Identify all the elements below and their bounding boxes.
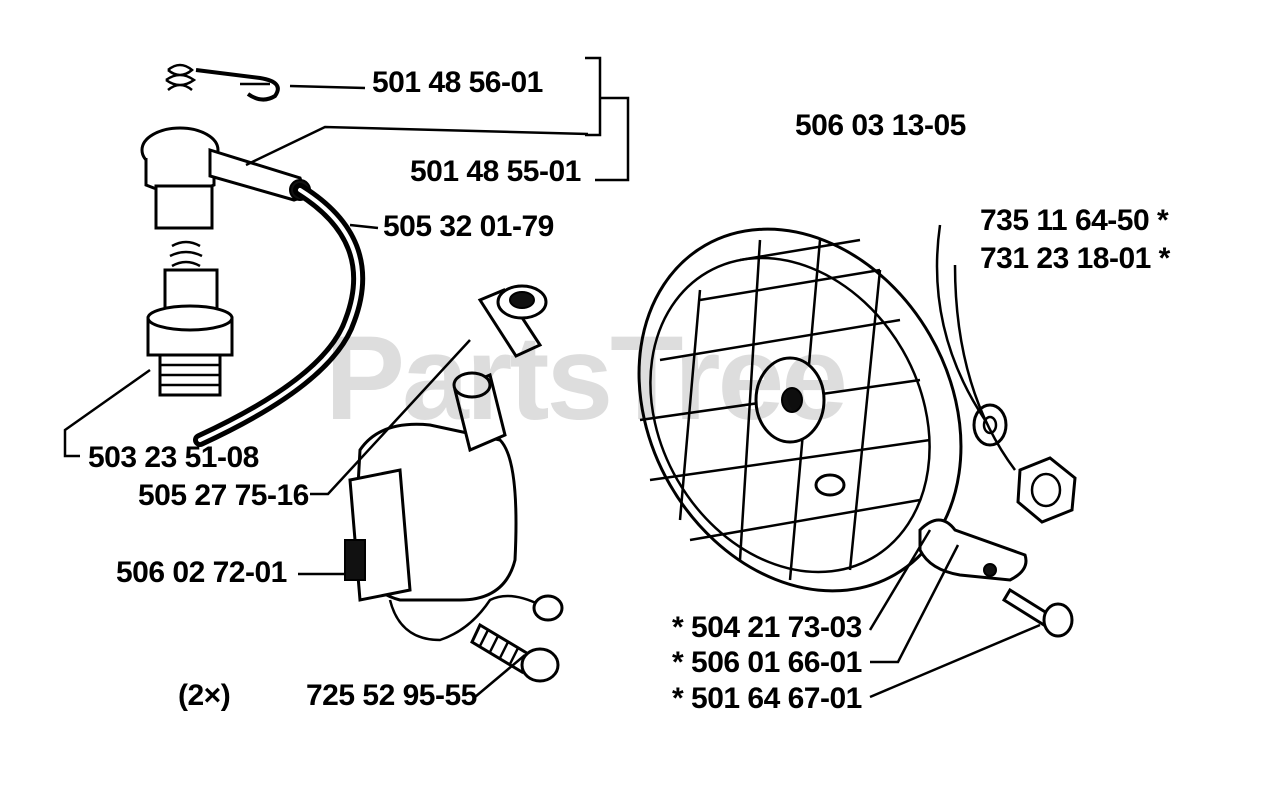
spark-plug-part	[146, 240, 234, 397]
pawl-screw-part	[1001, 587, 1074, 638]
part-label-501-48-56-01: 501 48 56-01	[372, 66, 543, 99]
wire-connector-part	[477, 284, 548, 358]
part-label-735-11-64-50: 735 11 64-50 *	[980, 204, 1169, 237]
flywheel-nut-part	[1016, 456, 1077, 524]
module-screw-part	[470, 622, 560, 683]
part-label-504-21-73-03: * 504 21 73-03	[672, 611, 862, 644]
quantity-note-2x: (2×)	[178, 679, 231, 712]
part-label-506-03-13-05: 506 03 13-05	[795, 109, 966, 142]
part-label-503-23-51-08: 503 23 51-08	[88, 441, 259, 474]
part-label-731-23-18-01: 731 23 18-01 *	[980, 242, 1170, 275]
part-label-501-64-67-01: * 501 64 67-01	[672, 682, 862, 715]
watermark: PartsTree	[325, 311, 848, 445]
part-label-506-01-66-01: * 506 01 66-01	[672, 646, 862, 679]
part-label-505-27-75-16: 505 27 75-16	[138, 479, 309, 512]
part-label-505-32-01-79: 505 32 01-79	[383, 210, 554, 243]
part-label-725-52-95-55: 725 52 95-55	[306, 679, 477, 712]
leader-lines	[63, 56, 1041, 699]
part-label-501-48-55-01: 501 48 55-01	[410, 155, 581, 188]
spark-plug-spring-part	[165, 63, 280, 102]
part-label-506-02-72-01: 506 02 72-01	[116, 556, 287, 589]
spark-plug-cap-part	[140, 126, 311, 230]
flywheel-part	[637, 227, 963, 593]
starter-pawl-part	[918, 518, 1028, 582]
ignition-module-part	[344, 371, 564, 642]
